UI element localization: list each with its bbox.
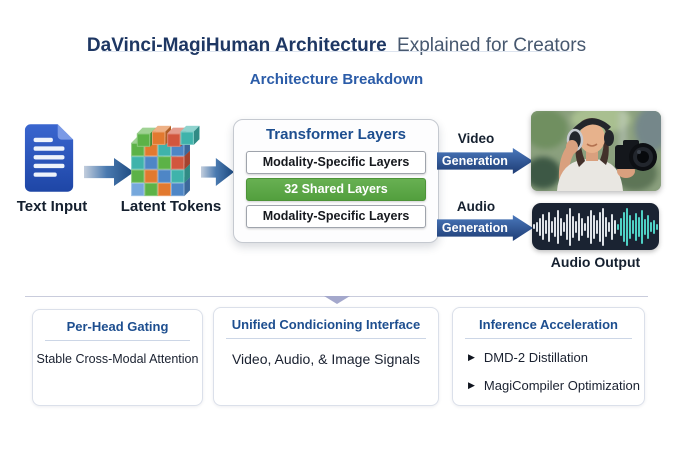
waveform-bar [617,223,619,230]
waveform-bar [635,212,637,241]
audio-output-box [532,203,659,250]
subtitle: Architecture Breakdown [249,71,424,89]
page-title: DaVinci-MagiHuman Architecture Explained… [0,35,673,57]
card-inference-acceleration: Inference Acceleration ▶ DMD-2 Distillat… [452,307,645,406]
audio-generation-arrow-text: Generation [441,221,508,235]
card-per-head-gating: Per-Head Gating Stable Cross-Modal Atten… [32,309,203,406]
waveform-bar [557,209,559,244]
waveform-bar [608,221,610,232]
video-generation-arrow-text: Generation [441,154,508,168]
list-item: ▶ DMD-2 Distillation [468,350,644,365]
card-title: Per-Head Gating [66,319,169,334]
waveform-bar [596,219,598,234]
waveform-bar [620,217,622,236]
card-title: Unified Condicioning Interface [231,317,421,332]
transformer-layers-box: Transformer Layers Modality-Specific Lay… [233,119,439,243]
waveform-bar [575,220,577,233]
waveform-bar [560,217,562,236]
card-title-divider [45,340,190,341]
bullet-list: ▶ DMD-2 Distillation ▶ MagiCompiler Opti… [453,350,644,393]
waveform-bar [587,215,589,238]
latent-tokens-cube-icon [130,125,200,197]
waveform-bar [539,217,541,236]
waveform-bar [653,219,655,234]
shared-layers-bar: 32 Shared Layers [246,178,426,201]
waveform-bar [626,207,628,246]
waveform-bar [563,221,565,232]
down-triangle-icon [324,296,350,304]
play-bullet-icon: ▶ [468,352,475,362]
waveform-bar [599,211,601,242]
modality-layer-bottom: Modality-Specific Layers [246,205,426,228]
audio-label: Audio [456,199,496,214]
waveform-bar [590,209,592,244]
card-unified-conditioning: Unified Condicioning Interface Video, Au… [213,307,439,406]
woman-with-camera-illustration [531,111,661,191]
waveform-bar [581,217,583,236]
waveform-bar [632,219,634,234]
audio-waveform [533,203,658,250]
card-body: Stable Cross-Modal Attention [36,352,199,366]
waveform-bar [554,216,556,237]
video-label: Video [457,131,495,146]
latent-tokens-label: Latent Tokens [120,198,222,215]
card-title: Inference Acceleration [479,317,618,332]
waveform-bar [638,216,640,237]
waveform-bar [545,219,547,234]
waveform-bar [650,221,652,232]
title-divider [102,51,572,52]
play-bullet-icon: ▶ [468,380,475,390]
waveform-bar [542,213,544,240]
waveform-bar [623,211,625,242]
waveform-bar [569,207,571,246]
card-body: Video, Audio, & Image Signals [231,351,421,367]
waveform-bar [536,221,538,232]
bullet-text: DMD-2 Distillation [483,350,588,365]
waveform-bar [578,212,580,241]
waveform-bar [593,214,595,239]
waveform-bar [551,220,553,233]
video-generation-arrow: Generation [437,148,533,174]
waveform-bar [548,211,550,242]
title-strong: DaVinci-MagiHuman Architecture [86,34,387,56]
waveform-bar [629,214,631,239]
waveform-bar [602,207,604,246]
audio-generation-arrow: Generation [437,215,533,241]
waveform-bar [611,213,613,240]
waveform-bar [644,218,646,235]
waveform-bar [647,214,649,239]
audio-output-label: Audio Output [550,254,641,270]
waveform-bar [566,213,568,240]
waveform-bar [641,209,643,244]
modality-layer-top: Modality-Specific Layers [246,151,426,174]
waveform-bar [533,224,535,229]
title-rest: Explained for Creators [397,34,587,56]
list-item: ▶ MagiCompiler Optimization [468,378,644,393]
document-icon [24,124,74,192]
transformer-title: Transformer Layers [265,126,407,143]
bullet-text: MagiCompiler Optimization [483,378,640,393]
waveform-bar [584,222,586,231]
flow-arrow-icon [84,158,134,186]
waveform-bar [656,223,658,230]
waveform-bar [572,215,574,238]
video-output-photo [531,111,661,191]
waveform-bar [605,216,607,237]
waveform-bar [614,219,616,234]
text-input-label: Text Input [16,198,88,215]
card-title-divider [465,338,632,339]
card-title-divider [226,338,426,339]
